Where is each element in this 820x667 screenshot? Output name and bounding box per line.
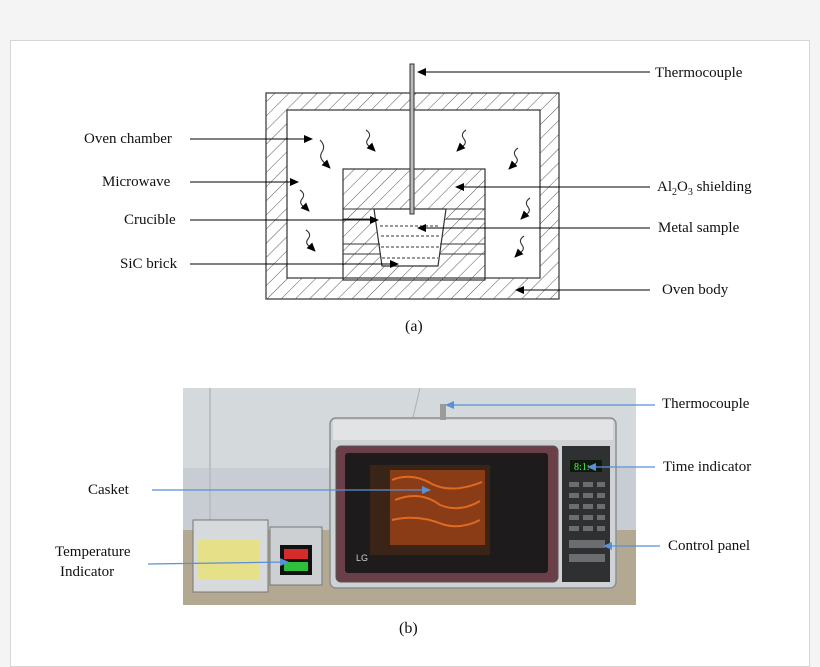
shielding-sub2: 3 [687, 187, 693, 198]
label-metal-sample: Metal sample [658, 220, 740, 236]
svg-text:8:1:: 8:1: [574, 462, 590, 473]
shielding-suffix: shielding [692, 179, 752, 195]
label-control-panel: Control panel [668, 538, 751, 554]
caption-a: (a) [405, 318, 423, 335]
label-thermocouple-b: Thermocouple [662, 396, 750, 412]
label-shielding: Al2O3 shielding [657, 178, 752, 202]
oven-brand-logo: LG [356, 553, 369, 563]
label-oven-chamber: Oven chamber [84, 131, 172, 147]
label-temperature-indicator-1: Temperature [55, 544, 131, 560]
label-casket: Casket [88, 482, 129, 498]
label-temperature-indicator-2: Indicator [60, 564, 115, 580]
shielding-o: O [677, 179, 688, 195]
thermocouple-rod [409, 63, 415, 215]
crucible [373, 208, 447, 267]
label-oven-body: Oven body [662, 282, 729, 298]
caption-b: (b) [399, 620, 418, 637]
shielding-sub1: 2 [672, 187, 677, 198]
label-thermocouple-a: Thermocouple [655, 65, 743, 81]
label-time-indicator: Time indicator [663, 459, 752, 475]
label-microwave: Microwave [102, 174, 171, 190]
microwave-waves [299, 129, 531, 258]
oven-photo: 8:1: [183, 387, 636, 605]
label-crucible: Crucible [124, 212, 176, 228]
shielding-al: Al [657, 179, 672, 195]
arrow-temperature-indicator [147, 558, 289, 567]
label-sic-brick: SiC brick [120, 256, 178, 272]
